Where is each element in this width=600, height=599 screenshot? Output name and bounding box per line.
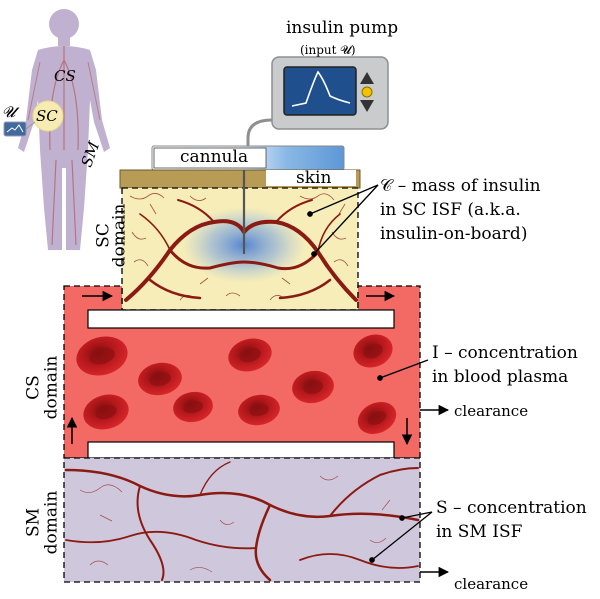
cs-clearance-label: clearance <box>454 402 529 420</box>
pump-input-note: (input 𝓤) <box>300 43 356 57</box>
s-annotation-line2: in SM ISF <box>436 522 523 542</box>
human-body-figure <box>3 9 110 250</box>
skin-label: skin <box>296 168 332 188</box>
body-cs-label: CS <box>54 67 76 85</box>
body-sc-label: SC <box>36 107 58 125</box>
c-annotation-line2: in SC ISF (a.k.a. <box>380 200 521 220</box>
s-annotation-line1: S – concentration <box>436 498 587 518</box>
pump-title: insulin pump <box>286 18 399 38</box>
annotation-leaders <box>307 184 433 563</box>
i-annotation-line1: I – concentration <box>432 343 578 363</box>
sm-domain-sub: domain <box>41 490 62 555</box>
i-annotation-line2: in blood plasma <box>432 367 569 387</box>
c-annotation-line1: 𝒞 – mass of insulin <box>380 176 541 196</box>
sm-clearance-label: clearance <box>454 575 529 593</box>
cannula-label: cannula <box>180 147 249 167</box>
skin-label-box <box>266 170 356 186</box>
cs-domain-sub: domain <box>41 355 62 420</box>
sc-domain <box>121 170 359 311</box>
cs-domain <box>63 285 450 459</box>
insulin-pump <box>246 56 389 148</box>
red-blood-cells <box>76 334 397 435</box>
sc-domain-sub: domain <box>109 203 130 268</box>
c-annotation-line3: insulin-on-board) <box>380 224 528 244</box>
sm-domain <box>63 457 450 583</box>
body-u-label: 𝓤 <box>2 103 16 121</box>
